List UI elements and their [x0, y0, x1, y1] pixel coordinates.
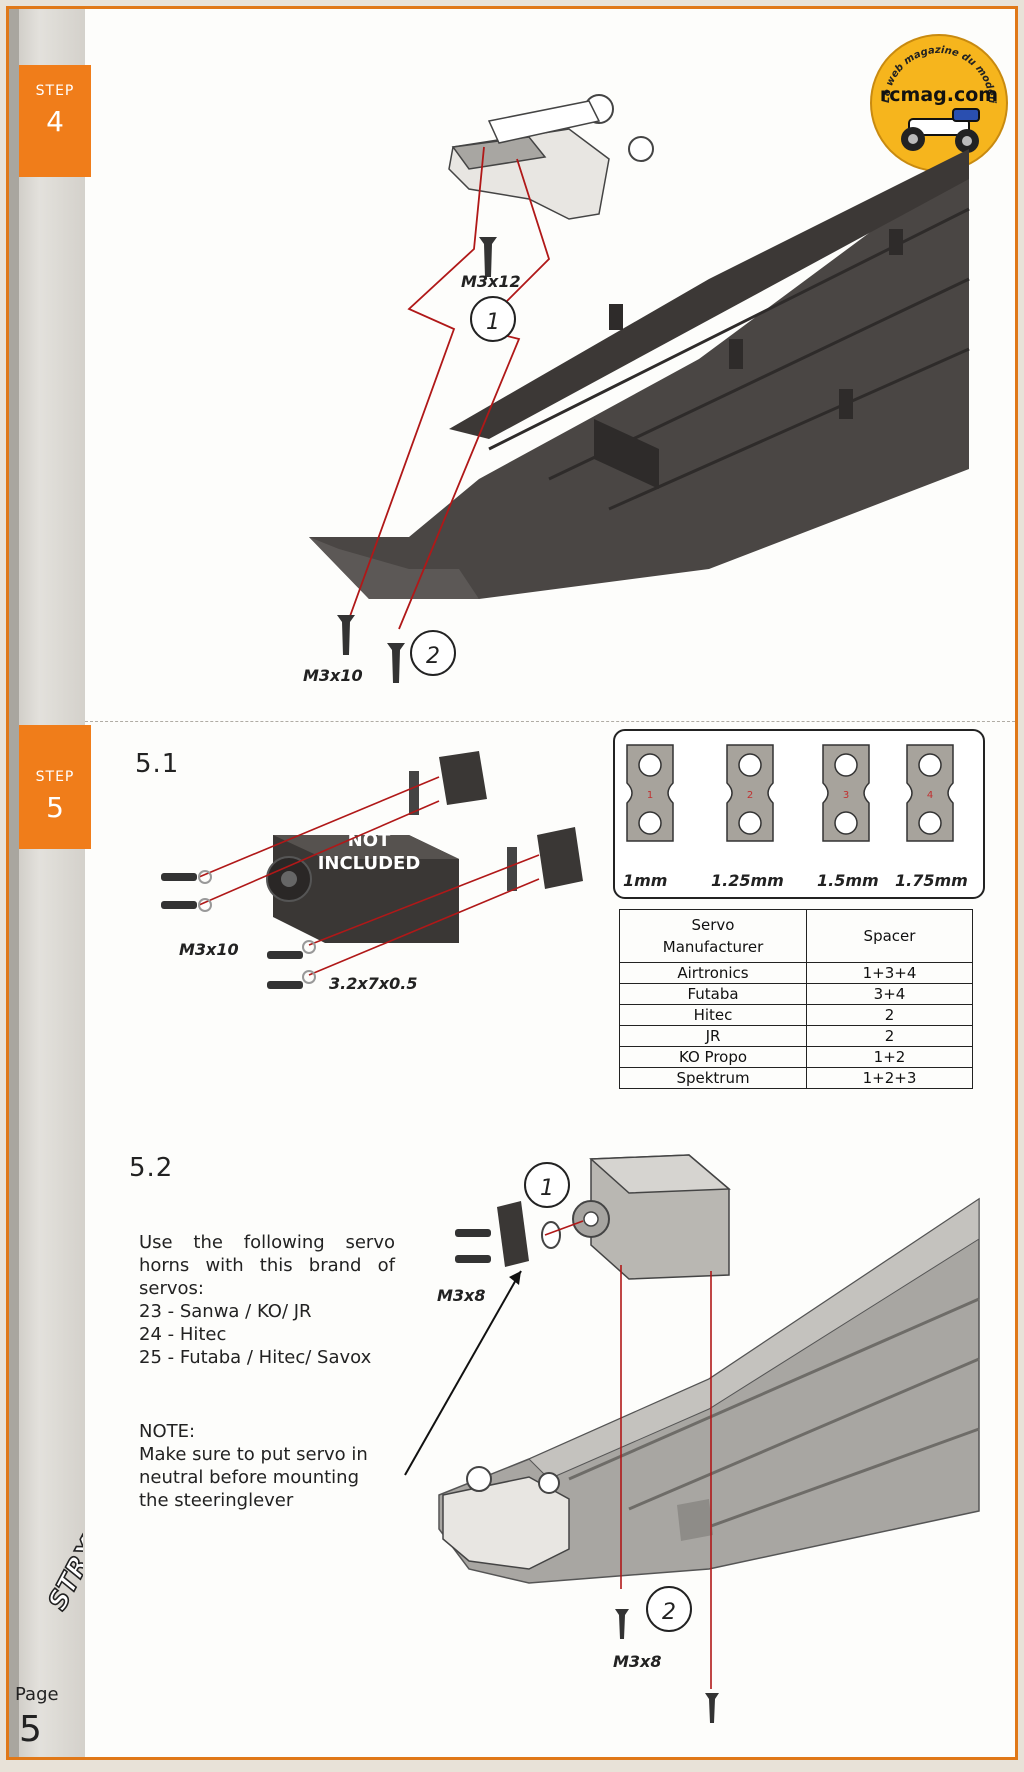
step-4-number: 4: [46, 105, 64, 138]
spacer-2-index: 2: [747, 790, 753, 801]
logo-brand: rcmag.com: [880, 84, 998, 106]
spacer-shapes: 1 2 3 4: [626, 744, 954, 842]
binding-gutter: [9, 9, 85, 1757]
table-header-spacer: Spacer: [806, 909, 973, 963]
spacer-2-label: 1.25mm: [711, 871, 784, 890]
note-line: neutral before mounting: [139, 1467, 360, 1488]
servo-label-line2: INCLUDED: [318, 853, 421, 874]
step4-marker-1: [470, 296, 516, 342]
section-5-1-title: 5.1: [135, 749, 180, 779]
servo-drawing: NOT INCLUDED: [266, 830, 459, 943]
horn-list-item: 24 - Hitec: [139, 1324, 227, 1345]
spacer-1-label: 1mm: [623, 871, 668, 890]
instruction-line: horns with this brand of: [139, 1255, 395, 1276]
step5-2-marker-1: [524, 1162, 570, 1208]
table-cell-manufacturer: Airtronics: [619, 962, 807, 984]
note-line: Make sure to put servo in: [139, 1444, 368, 1465]
arrow-head-icon: [509, 1271, 521, 1285]
note-line: the steeringlever: [139, 1490, 294, 1511]
step4-m3x10-callout: M3x10: [303, 666, 363, 685]
instruction-line: Use the following servo: [139, 1232, 395, 1253]
manual-page: STEP 4 STEP 5 Le web magazine du modélis…: [6, 6, 1018, 1760]
neutral-note: NOTE: Make sure to put servo in neutral …: [139, 1420, 395, 1512]
rcmag-logo: Le web magazine du modélisme rcmag.com: [867, 31, 1008, 172]
step5-2-marker-2-text: 2: [662, 1600, 676, 1625]
step5-2-horn-screw-callout: M3x8: [437, 1286, 486, 1305]
note-title: NOTE:: [139, 1421, 196, 1442]
step-4-label: STEP: [35, 83, 75, 99]
servo-horn-part: [455, 1201, 561, 1267]
spacer-1-index: 1: [647, 790, 653, 801]
step4-marker-2-text: 2: [426, 644, 440, 669]
table-cell-manufacturer: Hitec: [619, 1004, 807, 1026]
spacer-3-label: 1.5mm: [817, 871, 879, 890]
table-cell-spacer: 2: [806, 1025, 973, 1047]
horn-list-item: 23 - Sanwa / KO/ JR: [139, 1301, 312, 1322]
table-cell-manufacturer: Spektrum: [619, 1067, 807, 1089]
page-label: Page: [15, 1684, 59, 1705]
spacer-chart: 1 2 3 4 1mm 1.25mm 1.5mm: [613, 729, 985, 899]
servo-mount-blocks: [409, 751, 583, 891]
table-cell-spacer: 1+2: [806, 1046, 973, 1068]
table-cell-spacer: 2: [806, 1004, 973, 1026]
table-header-row: Servo Manufacturer Spacer: [619, 909, 973, 963]
servo-horn-instructions: Use the following servo horns with this …: [139, 1231, 395, 1369]
step-4-tab: STEP 4: [19, 65, 91, 177]
table-cell-manufacturer: KO Propo: [619, 1046, 807, 1068]
step5-2-guide-lines: [544, 1220, 712, 1689]
step5-2-marker-2: [646, 1586, 692, 1632]
spacer-4-index: 4: [927, 790, 933, 801]
step4-marker-2: [410, 630, 456, 676]
table-cell-manufacturer: Futaba: [619, 983, 807, 1005]
assembly-illustrations: M3x12 M3x10 1 2 NOT INCLUDED: [161, 94, 980, 1723]
step5-1-washer-callout: 3.2x7x0.5: [329, 974, 417, 993]
table-cell-spacer: 3+4: [806, 983, 973, 1005]
step5-2-chassis-drawing: [438, 1197, 980, 1584]
spacer-3-index: 3: [843, 790, 849, 801]
step4-steering-assembly: [448, 94, 654, 220]
table-cell-spacer: 1+3+4: [806, 962, 973, 984]
step5-1-guide-lines: [198, 776, 540, 976]
header-manufacturer-text: Servo Manufacturer: [662, 916, 764, 956]
step5-1-screws: [161, 870, 316, 989]
note-pointer-arrow: [404, 1270, 522, 1476]
instruction-line: servos:: [139, 1278, 204, 1299]
step5-2-steering-assembly: [442, 1466, 570, 1570]
page-number: 5: [19, 1709, 42, 1750]
buggy-icon: [901, 108, 980, 153]
spacer-4-label: 1.75mm: [895, 871, 968, 890]
step4-screws: [337, 237, 497, 683]
step-5-label: STEP: [35, 769, 75, 785]
step4-chassis-drawing: [309, 149, 970, 599]
spacer-4-shape: 4: [906, 744, 954, 842]
section-5-2-title: 5.2: [129, 1153, 174, 1183]
table-header-manufacturer: Servo Manufacturer: [619, 909, 807, 963]
servo-label-line1: NOT: [348, 830, 391, 851]
strx2-sc-logo: STRX2 SC: [42, 1494, 83, 1614]
step4-m3x12-callout: M3x12: [461, 272, 521, 291]
side-brand-text: STRX2 SC: [43, 1494, 83, 1614]
step4-marker-1-text: 1: [486, 310, 500, 335]
step-5-tab: STEP 5: [19, 725, 91, 849]
step5-2-marker-1-text: 1: [540, 1176, 554, 1201]
step5-1-m3x10-callout: M3x10: [179, 940, 239, 959]
table-cell-manufacturer: JR: [619, 1025, 807, 1047]
step-5-number: 5: [46, 791, 64, 824]
step-divider: [85, 721, 1015, 722]
spacer-1-shape: 1: [626, 744, 674, 842]
spacer-2-shape: 2: [726, 744, 774, 842]
spacer-3-shape: 3: [822, 744, 870, 842]
horn-list-item: 25 - Futaba / Hitec/ Savox: [139, 1347, 372, 1368]
table-cell-spacer: 1+2+3: [806, 1067, 973, 1089]
step5-2-screws: [615, 1609, 719, 1723]
step5-2-chassis-screw-callout: M3x8: [613, 1652, 662, 1671]
step5-2-servo-drawing: [572, 1154, 731, 1280]
